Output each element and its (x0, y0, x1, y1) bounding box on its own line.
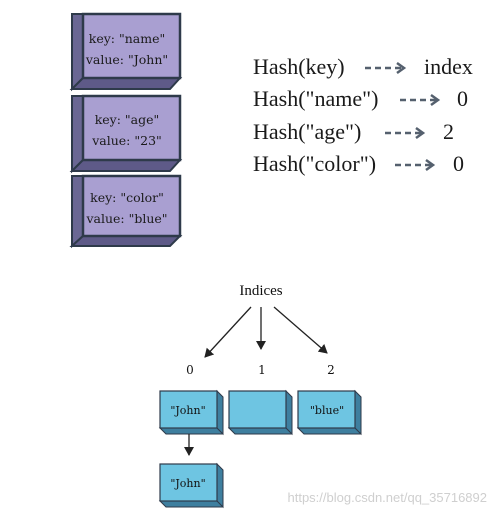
entry-box-name: key: "name" value: "John" (69, 12, 183, 92)
hash-call-key: Hash(key) (253, 54, 345, 79)
arrow-to-index-2 (273, 306, 328, 354)
arrow-to-index-0 (204, 306, 252, 358)
bucket-1 (227, 389, 293, 436)
index-label-0: 0 (186, 363, 194, 377)
entry-value-23: value: "23" (91, 133, 162, 148)
hash-result-0: 0 (457, 86, 468, 111)
bucket-0-value: "John" (170, 404, 205, 417)
arrow-head-icon (415, 126, 426, 140)
bucket-2-value: "blue" (310, 404, 344, 417)
chain-node-value: "John" (170, 477, 205, 490)
arrow-head-icon (396, 61, 407, 75)
index-label-1: 1 (258, 363, 266, 377)
hash-line-key: Hash(key) index (253, 54, 473, 79)
entry-value-blue: value: "blue" (85, 211, 167, 226)
hash-result-index: index (424, 54, 473, 79)
bucket-2: "blue" (296, 389, 362, 436)
hash-call-name: Hash("name") (253, 86, 378, 111)
index-label-2: 2 (327, 363, 335, 377)
watermark: https://blog.csdn.net/qq_35716892 (288, 490, 488, 505)
entry-box-color: key: "color" value: "blue" (69, 174, 183, 249)
hash-call-color: Hash("color") (253, 151, 376, 176)
hash-line-age: Hash("age") 2 (253, 119, 454, 144)
hash-result-2: 2 (443, 119, 454, 144)
bucket-0: "John" (158, 389, 224, 436)
chain-node: "John" (158, 462, 224, 509)
entry-key-age: key: "age" (95, 112, 160, 127)
hash-result-0: 0 (453, 151, 464, 176)
entry-key-color: key: "color" (90, 190, 164, 205)
hash-line-color: Hash("color") 0 (253, 151, 464, 176)
arrow-head-icon (430, 93, 441, 107)
indices-label: Indices (239, 283, 282, 299)
arrow-head-icon (425, 158, 436, 172)
entry-box-age: key: "age" value: "23" (69, 94, 183, 174)
entry-value-john: value: "John" (85, 52, 168, 67)
hash-line-name: Hash("name") 0 (253, 86, 468, 111)
entry-key-name: key: "name" (89, 31, 165, 46)
hash-call-age: Hash("age") (253, 119, 361, 144)
